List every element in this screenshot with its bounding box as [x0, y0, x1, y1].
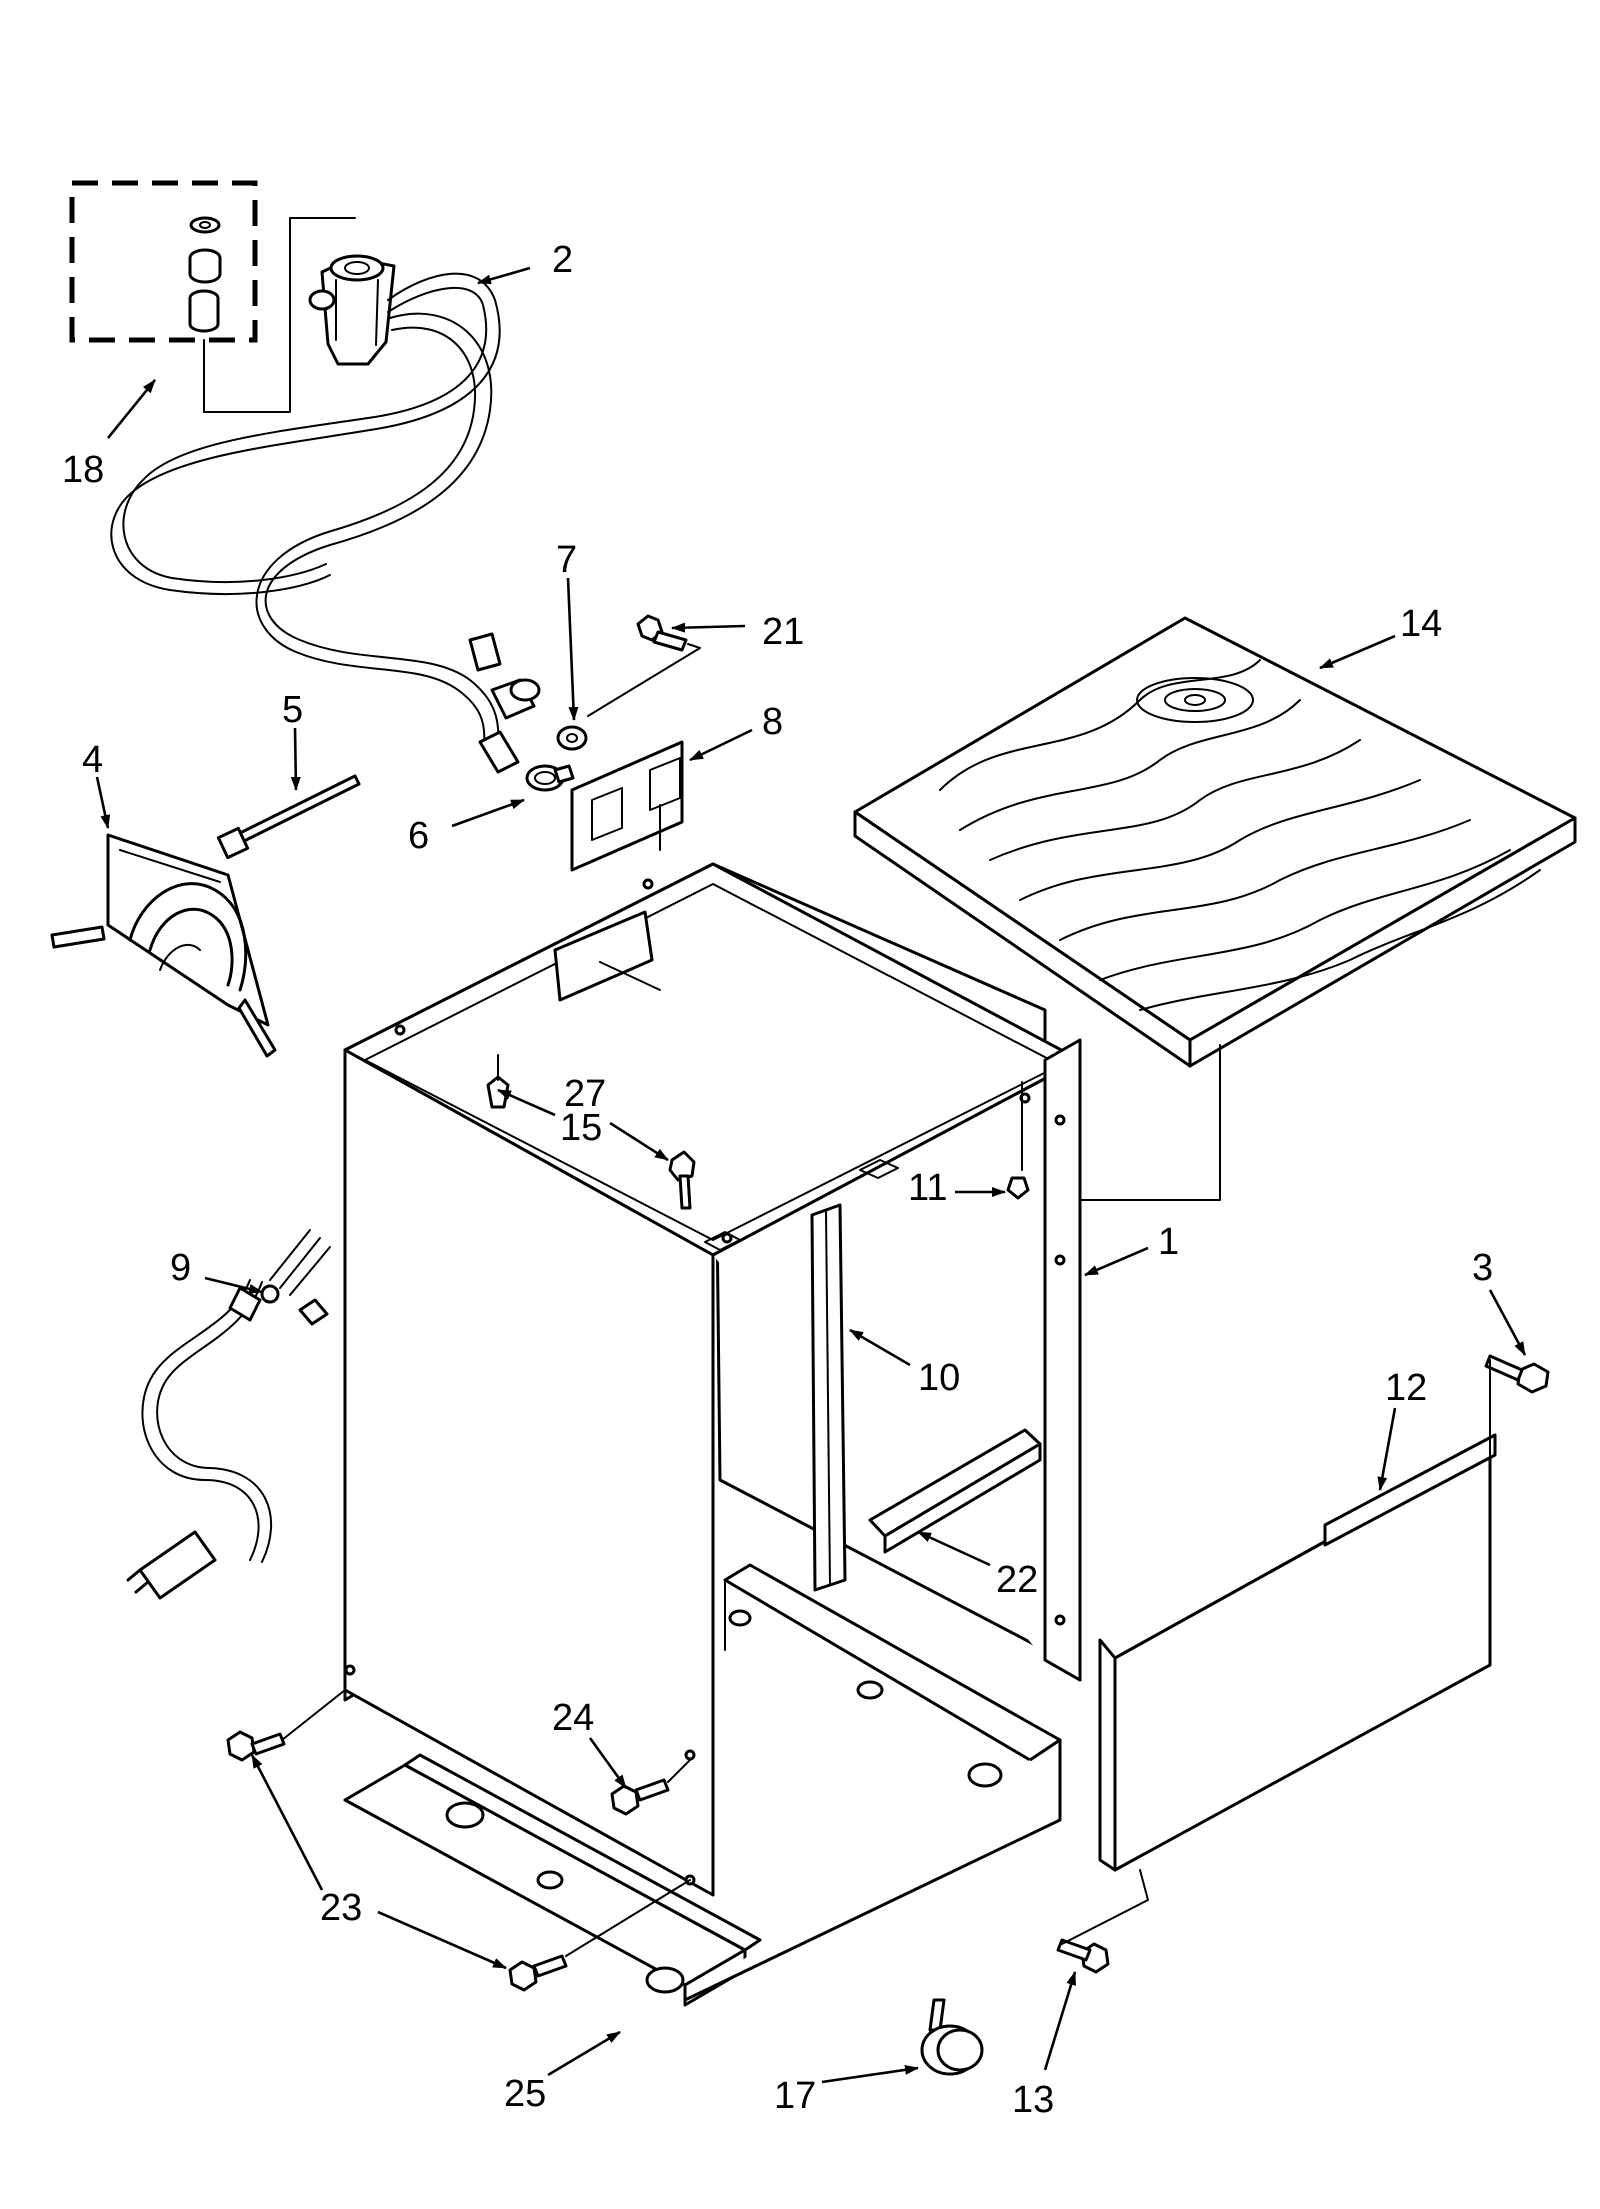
callout-12: 12	[1385, 1367, 1427, 1409]
part-7-washer	[556, 725, 588, 751]
part-9-power-cord	[126, 1229, 331, 1600]
part-12-toe-panel	[1098, 1433, 1497, 1872]
part-8-hose-bracket	[570, 740, 684, 872]
part-21-screw	[587, 614, 701, 717]
callout-3: 3	[1472, 1247, 1493, 1289]
callout-7: 7	[556, 539, 577, 581]
part-13-screw	[1056, 1869, 1149, 1974]
callout-1: 1	[1158, 1221, 1179, 1263]
part-2-water-inlet-valve-and-hoses	[110, 254, 541, 774]
callout-2: 2	[552, 239, 573, 281]
callout-8: 8	[762, 701, 783, 743]
callout-22: 22	[996, 1559, 1038, 1601]
callout-18: 18	[62, 449, 104, 491]
callout-27: 27	[564, 1073, 606, 1115]
callout-6: 6	[408, 815, 429, 857]
callout-25: 25	[504, 2073, 546, 2115]
part-11-screw	[1006, 1081, 1030, 1200]
callout-24: 24	[552, 1697, 594, 1739]
part-23-screw	[226, 1689, 346, 1762]
callout-21: 21	[762, 611, 804, 653]
callout-4: 4	[82, 739, 103, 781]
part-22-angle-bracket	[868, 1428, 1042, 1554]
callout-9: 9	[170, 1247, 191, 1289]
callout-15: 15	[560, 1107, 602, 1149]
part-17-caster-wheel	[920, 1998, 984, 2076]
part-6-hose-clamp	[525, 764, 575, 792]
callout-5: 5	[282, 689, 303, 731]
part-10-corner-brace	[810, 1203, 847, 1592]
callout-labels: 2 18 21 7 8 5 4 6 14 15 27 11 1 9 10 3 1…	[62, 239, 1493, 2121]
callout-13: 13	[1012, 2079, 1054, 2121]
part-1-cabinet	[343, 862, 1082, 1897]
leader-arrows	[95, 266, 1527, 2084]
part-14-wood-top	[853, 616, 1577, 1201]
callout-14: 14	[1400, 603, 1442, 645]
part-4-bulkhead-bracket	[50, 833, 277, 1058]
part-3-screw	[1484, 1354, 1550, 1461]
part-18-valve-kit	[69, 180, 356, 413]
callout-17: 17	[774, 2075, 816, 2117]
callout-10: 10	[918, 1357, 960, 1399]
part-24-screw	[610, 1759, 691, 1816]
part-23b-screw	[508, 1879, 691, 1992]
callout-11: 11	[908, 1167, 947, 1209]
part-5-cable-tie	[216, 774, 361, 860]
callout-23: 23	[320, 1887, 362, 1929]
part-25-base-frame	[343, 1563, 1062, 2007]
part-27-screw	[668, 1150, 696, 1210]
